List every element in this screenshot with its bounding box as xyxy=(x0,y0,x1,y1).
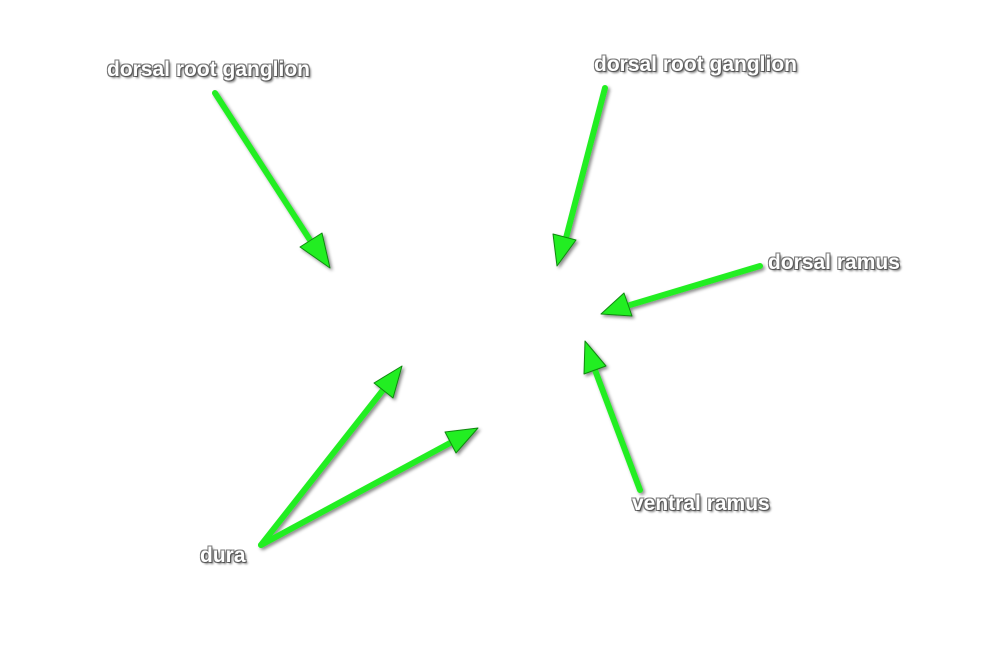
label-dura: dura xyxy=(200,544,246,567)
arrow-dorsal-root-ganglion-right xyxy=(552,85,608,267)
label-ventral-ramus: ventral ramus xyxy=(632,492,770,515)
arrow-ventral-ramus xyxy=(583,340,643,493)
label-dorsal-root-ganglion-left: dorsal root ganglion xyxy=(107,58,310,81)
label-dorsal-root-ganglion-right: dorsal root ganglion xyxy=(594,53,797,76)
arrow-dura-upper xyxy=(258,365,403,548)
arrow-dura-lower xyxy=(258,427,479,548)
arrow-dorsal-root-ganglion-left xyxy=(212,90,331,269)
label-dorsal-ramus: dorsal ramus xyxy=(768,251,900,274)
arrow-dorsal-ramus xyxy=(600,263,763,317)
